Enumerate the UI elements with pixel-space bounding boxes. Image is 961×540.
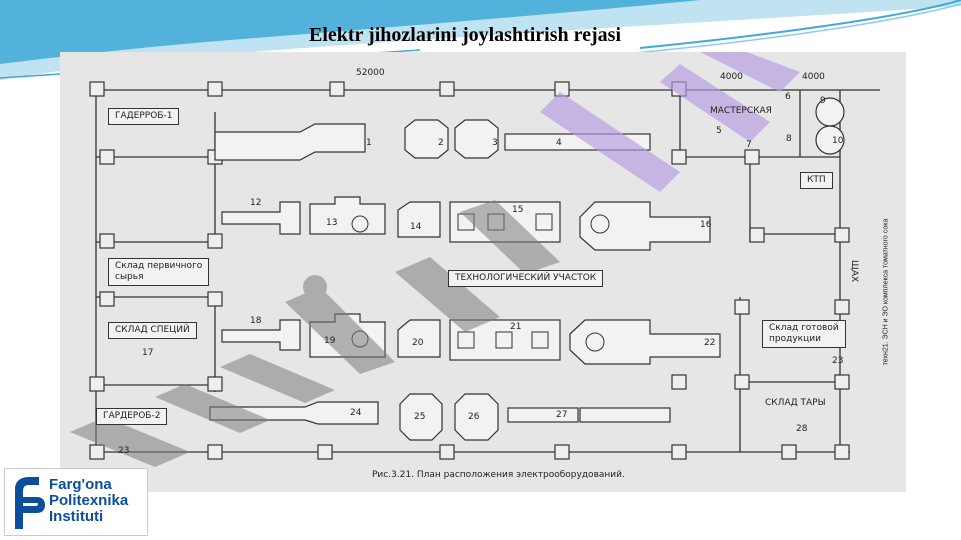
- equipment-number: 14: [410, 222, 422, 232]
- logo-line3: Instituti: [49, 508, 104, 525]
- logo-mark-icon: [15, 477, 45, 529]
- right-dimension-2: 4000: [802, 72, 825, 82]
- equipment-number: 13: [326, 218, 338, 228]
- equipment-number: 17: [142, 348, 154, 358]
- logo-line2: Politexnika: [49, 492, 129, 509]
- institute-logo: Farg'ona Politexnika Instituti: [4, 468, 148, 536]
- equipment-number: 24: [350, 408, 362, 418]
- right-dimension-1: 4000: [720, 72, 743, 82]
- side-label-text: техн21. ЭСН и ЭО комплекса томатного сок…: [882, 218, 890, 366]
- equipment-number: 26: [468, 412, 480, 422]
- raw-storage-line1: Склад первичного: [115, 261, 203, 271]
- slide-title: Elektr jihozlarini joylashtirish rejasi: [308, 24, 622, 46]
- equipment-number: 7: [746, 140, 752, 150]
- room-wardrobe-1: ГАДЕРРОБ-1: [108, 108, 180, 125]
- equipment-number: 16: [700, 220, 712, 230]
- equipment-number: 18: [250, 316, 262, 326]
- figure-caption: Рис.3.21. План расположения электрообору…: [372, 470, 625, 480]
- equipment-number: 23: [118, 446, 130, 456]
- equipment-number: 9: [820, 96, 826, 106]
- equipment-number: 2: [438, 138, 444, 148]
- room-ktp: КТП: [800, 172, 833, 189]
- side-tag: ЩАХ: [849, 260, 859, 283]
- finished-storage-line2: продукции: [769, 334, 821, 344]
- room-workshop: МАСТЕРСКАЯ: [710, 106, 772, 116]
- top-dimension: 52000: [356, 68, 385, 78]
- equipment-number: 28: [796, 424, 808, 434]
- equipment-number: 8: [786, 134, 792, 144]
- equipment-number: 3: [492, 138, 498, 148]
- room-wardrobe-2: ГАРДЕРОБ-2: [96, 408, 168, 425]
- equipment-number: 25: [414, 412, 426, 422]
- equipment-number: 21: [510, 322, 522, 332]
- watermark: [70, 200, 560, 467]
- room-technological-area: ТЕХНОЛОГИЧЕСКИЙ УЧАСТОК: [448, 270, 604, 287]
- equipment-number: 6: [785, 92, 791, 102]
- finished-storage-line1: Склад готовой: [769, 323, 839, 333]
- plan-drawing: [70, 52, 880, 467]
- equipment-number: 12: [250, 198, 262, 208]
- equipment-number: 19: [324, 336, 336, 346]
- room-finished-storage: Склад готовой продукции: [762, 320, 846, 348]
- raw-storage-line2: сырья: [115, 272, 144, 282]
- room-raw-storage: Склад первичного сырья: [108, 258, 210, 286]
- room-spice-storage: СКЛАД СПЕЦИЙ: [108, 322, 197, 339]
- equipment-number: 20: [412, 338, 424, 348]
- equipment-number: 4: [556, 138, 562, 148]
- equipment-number: 15: [512, 205, 524, 215]
- equipment-number: 10: [832, 136, 844, 146]
- equipment-number: 22: [704, 338, 716, 348]
- equipment-number: 27: [556, 410, 568, 420]
- equipment-number: 1: [366, 138, 372, 148]
- floor-plan: 52000 4000 4000 ГАДЕРРОБ-1 МАСТЕРСКАЯ КТ…: [60, 52, 906, 492]
- equipment-number: 5: [716, 126, 722, 136]
- room-packaging-storage: СКЛАД ТАРЫ: [765, 398, 826, 408]
- equipment-number: 23: [832, 356, 844, 366]
- logo-line1: Farg'ona: [49, 476, 112, 493]
- side-label: техн21. ЭСН и ЭО комплекса томатного сок…: [878, 192, 894, 392]
